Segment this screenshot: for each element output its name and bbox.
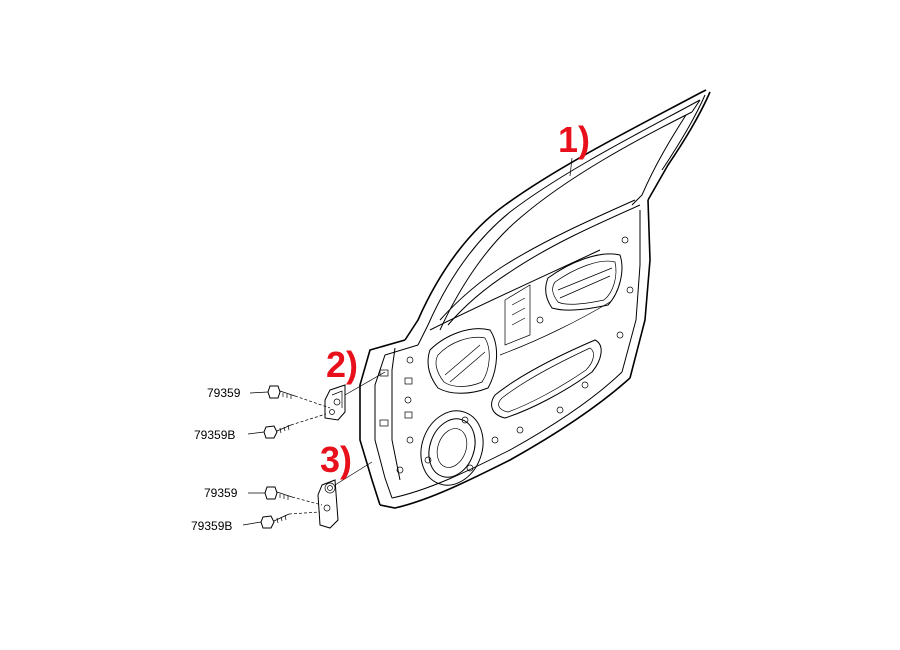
label-79359-upper: 79359 [207,386,241,400]
callout-upper-hinge: 2) [326,344,358,385]
label-79359b-lower: 79359B [191,519,232,533]
upper-bolt-79359 [267,385,296,399]
speaker-opening [420,410,484,486]
callout-door: 1) [558,119,590,160]
panel-mounting-holes [379,236,634,474]
lower-hinge [317,479,339,529]
label-79359b-upper: 79359B [194,428,235,442]
lower-bolt-79359b [260,513,290,529]
callout-lower-hinge: 3) [320,439,352,480]
upper-bolt-79359b [263,424,292,439]
upper-hinge [324,384,346,421]
label-79359-lower: 79359 [204,486,238,500]
lower-bolt-79359 [264,486,293,500]
leader-lines [242,157,573,526]
front-door-panel [359,89,711,509]
